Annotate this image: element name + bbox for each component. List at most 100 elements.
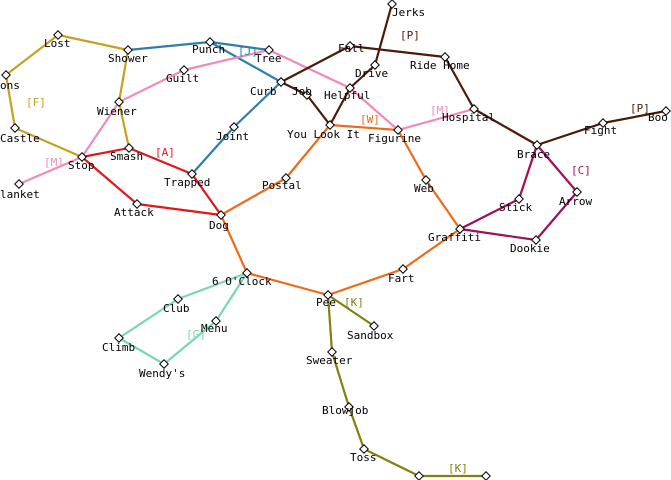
station-label-fight: Fight: [584, 124, 617, 137]
station-label-boo: Boo: [648, 111, 668, 124]
station-label-shower: Shower: [108, 52, 148, 65]
station-label-menu: Menu: [201, 322, 228, 335]
line-teal-11: [117, 271, 249, 366]
station-label-dookie: Dookie: [510, 242, 550, 255]
station-label-curb: Curb: [250, 85, 277, 98]
station-label-you-look-it: You Look It: [287, 128, 360, 141]
station-marker-club[interactable]: [173, 294, 183, 304]
station-marker-you-look-it[interactable]: [325, 120, 335, 130]
station-marker-ons[interactable]: [1, 70, 11, 80]
station-marker-shower[interactable]: [123, 45, 133, 55]
line-brown-8: [279, 2, 394, 127]
station-marker-postal[interactable]: [281, 173, 291, 183]
station-marker-trapped[interactable]: [187, 169, 197, 179]
station-label-ons: ons: [0, 79, 20, 92]
line-tag-pink: [M]: [44, 156, 64, 169]
station-marker-figurine[interactable]: [393, 125, 403, 135]
station-marker-fall[interactable]: [345, 41, 355, 51]
station-label-drive: Drive: [355, 67, 388, 80]
station-marker-web[interactable]: [421, 175, 431, 185]
line-tag-gold: [F]: [26, 96, 46, 109]
station-label-stick: Stick: [499, 201, 532, 214]
station-marker-drive[interactable]: [370, 60, 380, 70]
station-marker-end1[interactable]: [414, 471, 424, 480]
station-label-castle: Castle: [0, 132, 40, 145]
station-marker-helpful[interactable]: [345, 83, 355, 93]
station-label-blowjob: Blowjob: [322, 404, 368, 417]
station-label-smash: Smash: [110, 150, 143, 163]
station-label-brace: Brace: [517, 148, 550, 161]
station-label-sandbox: Sandbox: [347, 329, 394, 342]
station-marker-dookie[interactable]: [531, 235, 541, 245]
station-label-trapped: Trapped: [164, 176, 210, 189]
station-marker-attack[interactable]: [132, 199, 142, 209]
station-label-6-o-clock: 6 O'Clock: [212, 275, 272, 288]
station-marker-brace[interactable]: [532, 140, 542, 150]
station-label-fart: Fart: [388, 272, 415, 285]
line-pink-5: [17, 155, 84, 186]
station-marker-lost[interactable]: [53, 30, 63, 40]
station-marker-punch[interactable]: [205, 37, 215, 47]
line-tag-orange: [W]: [360, 113, 380, 126]
station-marker-menu[interactable]: [211, 316, 221, 326]
station-label-arrow: Arrow: [559, 195, 592, 208]
station-marker-job[interactable]: [302, 90, 312, 100]
station-label-ride-home: Ride Home: [410, 59, 470, 72]
station-marker-wendy-s[interactable]: [159, 359, 169, 369]
station-label-attack: Attack: [114, 206, 154, 219]
station-label-guilt: Guilt: [166, 72, 199, 85]
station-marker-smash[interactable]: [124, 143, 134, 153]
station-label-hospital: Hospital: [442, 111, 495, 124]
station-marker-castle[interactable]: [10, 123, 20, 133]
station-label-wendy-s: Wendy's: [139, 367, 185, 380]
station-label-wiener: Wiener: [97, 105, 137, 118]
station-marker-ride-home[interactable]: [440, 52, 450, 62]
line-tag-purple: [C]: [571, 164, 591, 177]
station-marker-fight[interactable]: [598, 118, 608, 128]
station-marker-hospital[interactable]: [469, 104, 479, 114]
station-marker-graffiti[interactable]: [455, 224, 465, 234]
station-marker-joint[interactable]: [229, 122, 239, 132]
station-label-lanket: lanket: [0, 188, 40, 201]
station-label-joint: Joint: [216, 130, 249, 143]
station-marker-boo[interactable]: [661, 106, 671, 116]
line-tag-olive: [K]: [344, 296, 364, 309]
station-marker-dog[interactable]: [216, 210, 226, 220]
station-marker-jerks[interactable]: [387, 0, 397, 9]
station-label-stop: Stop: [68, 159, 95, 172]
station-marker-6-o-clock[interactable]: [242, 268, 252, 278]
line-tag-teal: [G]: [186, 328, 206, 341]
station-marker-tree[interactable]: [264, 45, 274, 55]
line-tag-olive: [K]: [448, 462, 468, 475]
station-label-helpful: Helpful: [324, 89, 370, 102]
station-marker-stop[interactable]: [77, 152, 87, 162]
station-marker-guilt[interactable]: [179, 65, 189, 75]
station-marker-sandbox[interactable]: [369, 321, 379, 331]
station-label-web: Web: [414, 182, 434, 195]
station-label-postal: Postal: [262, 179, 302, 192]
line-tag-brown: [P]: [400, 29, 420, 42]
station-label-sweater: Sweater: [306, 354, 353, 367]
station-marker-stick[interactable]: [514, 194, 524, 204]
station-marker-toss[interactable]: [359, 444, 369, 454]
station-label-pee: Pee: [316, 296, 336, 309]
station-label-tree: Tree: [255, 52, 282, 65]
line-red-6: [80, 146, 223, 217]
station-marker-end2[interactable]: [481, 471, 491, 480]
station-label-lost: Lost: [44, 37, 71, 50]
station-marker-pee[interactable]: [323, 290, 333, 300]
station-label-jerks: Jerks: [392, 6, 425, 19]
station-label-figurine: Figurine: [368, 132, 421, 145]
station-marker-blowjob[interactable]: [344, 402, 354, 412]
station-marker-sweater[interactable]: [327, 347, 337, 357]
station-marker-fart[interactable]: [398, 264, 408, 274]
station-marker-wiener[interactable]: [114, 97, 124, 107]
station-marker-curb[interactable]: [276, 77, 286, 87]
station-marker-lanket[interactable]: [14, 179, 24, 189]
station-marker-climb[interactable]: [114, 333, 124, 343]
station-marker-arrow[interactable]: [572, 187, 582, 197]
line-gold-1: [4, 33, 84, 159]
